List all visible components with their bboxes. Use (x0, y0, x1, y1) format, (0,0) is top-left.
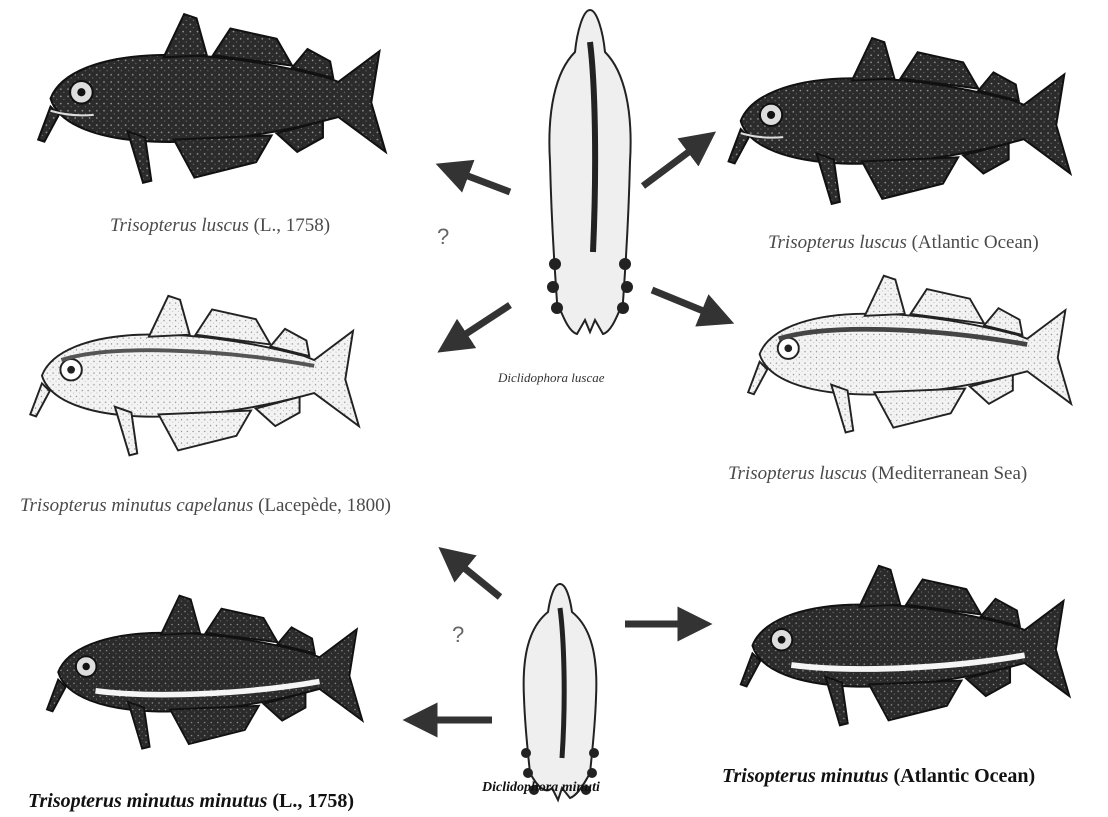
arrow-to-tl (452, 170, 510, 192)
arrow-to-ml-from-bottom (452, 558, 500, 597)
arrow-to-ml (452, 305, 510, 343)
arrow-to-tr (643, 142, 702, 186)
arrow-to-mr (652, 290, 718, 317)
